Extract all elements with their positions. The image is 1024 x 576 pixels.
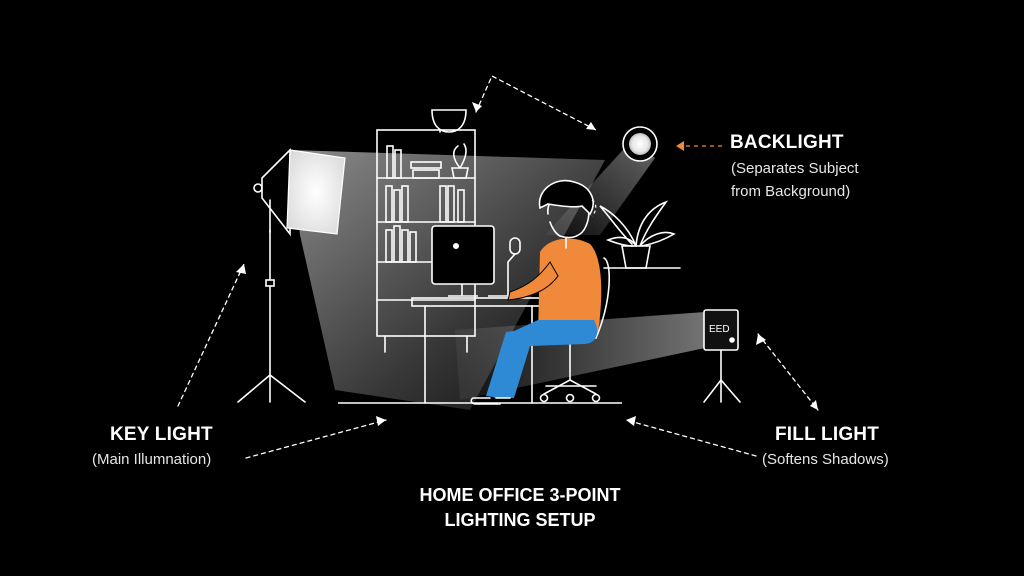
- caption-line2: LIGHTING SETUP: [400, 510, 640, 531]
- fill-light-subtitle: (Softens Shadows): [762, 451, 889, 468]
- key-light-subtitle: (Main Illumnation): [92, 451, 211, 468]
- arrow-top-double: [476, 76, 596, 130]
- key-light-softbox: [287, 150, 345, 234]
- key-light-title: KEY LIGHT: [110, 424, 213, 446]
- backlight-title: BACKLIGHT: [730, 132, 844, 154]
- fill-light-panel-text: EED: [709, 324, 730, 335]
- backlight-desc-line2: from Background): [731, 183, 850, 200]
- arrow-key-light-right: [246, 420, 386, 458]
- arrow-key-light-up: [178, 264, 244, 406]
- arrow-fill-shadow: [626, 420, 756, 456]
- caption-line1: HOME OFFICE 3-POINT: [400, 485, 640, 506]
- backlight-lamp-icon: [623, 127, 657, 161]
- arrow-fill-light: [758, 334, 818, 410]
- fill-light-title: FILL LIGHT: [775, 424, 879, 446]
- backlight-desc-line1: (Separates Subject: [731, 160, 859, 177]
